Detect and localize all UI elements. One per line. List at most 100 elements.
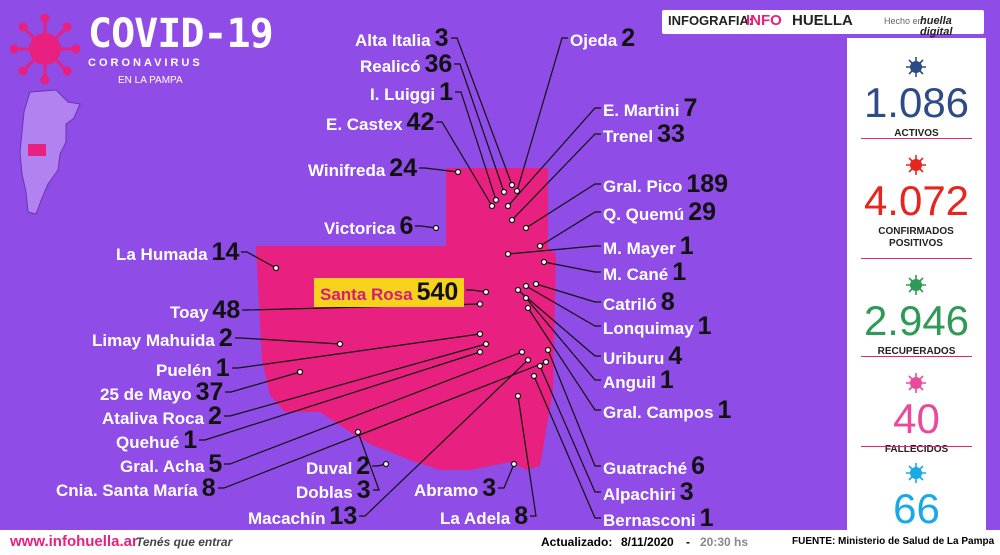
source-label: FUENTE: [792, 536, 836, 547]
locality-dot [522, 282, 530, 290]
stat-value: 40 [893, 395, 940, 442]
virus-icon [906, 373, 926, 393]
leader-line [419, 167, 459, 173]
locality-dot [336, 340, 344, 348]
leader-line [507, 245, 601, 255]
leader-line [543, 261, 601, 273]
leader-line [517, 289, 601, 357]
locality-dot [536, 242, 544, 250]
stat-label: ACTIVOS [894, 128, 939, 139]
locality-count: 1 [699, 504, 714, 532]
leader-line [241, 251, 277, 269]
leader-line [235, 337, 341, 345]
leader-line [359, 359, 529, 517]
locality-dot [513, 187, 521, 195]
locality-name: La Humada [116, 245, 208, 264]
locality-dot [536, 362, 544, 370]
locality-name: Abramo [414, 481, 479, 500]
locality-count: 6 [691, 452, 705, 480]
slogan: Tenés que entrar [136, 535, 233, 549]
locality-dot [530, 372, 538, 380]
leader-line [507, 107, 601, 207]
stat-label: FALLECIDOS [884, 444, 949, 455]
locality-name: Trenel [603, 127, 654, 146]
locality-dot [476, 300, 484, 308]
locality-count: 189 [686, 170, 729, 198]
updated-label: Actualizado: [541, 535, 613, 549]
locality-dot [504, 202, 512, 210]
made-in-label: Hecho en: [884, 16, 926, 26]
page-title: COVID-19 [88, 11, 274, 57]
la-pampa-province [256, 168, 556, 470]
leader-line [517, 395, 537, 517]
leader-line [511, 133, 601, 221]
locality-name: E. Martini [603, 101, 680, 120]
leader-line [466, 289, 487, 293]
leader-line [224, 343, 487, 417]
leader-line [539, 211, 601, 247]
locality-name: Winifreda [308, 161, 386, 180]
locality-dot [508, 181, 516, 189]
locality-name: Macachín [248, 509, 326, 528]
locality-count: 1 [672, 258, 687, 286]
locality-count: 1 [439, 78, 454, 106]
locality-count: 2 [218, 324, 233, 352]
leader-line [436, 121, 493, 207]
locality-count: 7 [683, 94, 698, 122]
leader-line [224, 351, 523, 465]
locality-count: 37 [195, 378, 224, 406]
locality-count: 24 [389, 154, 418, 182]
leader-line [547, 349, 601, 467]
stat-value: 2.946 [863, 297, 970, 344]
locality-name: Ataliva Roca [102, 409, 205, 428]
stat-label: RECUPERADOS [877, 346, 956, 357]
locality-count: 8 [514, 502, 529, 530]
made-in-value: huella digital [920, 15, 953, 38]
locality-dot [482, 340, 490, 348]
locality-count: 14 [211, 238, 240, 266]
locality-dot [542, 358, 550, 366]
locality-name: Alpachiri [603, 485, 676, 504]
locality-name: Realicó [360, 57, 421, 76]
locality-dot [272, 264, 280, 272]
leader-line [357, 431, 380, 491]
locality-dot [354, 428, 362, 436]
brand-bar: INFOGRAFIA: INFO HUELLA Hecho en: huella… [662, 10, 984, 38]
locality-dot [514, 286, 522, 294]
page-subtitle: CORONAVIRUS [88, 57, 203, 69]
website-link[interactable]: www.infohuella.ar [10, 533, 138, 550]
updated-date: 8/11/2020 [621, 535, 674, 549]
stat-label: CONFIRMADOS POSITIVOS [878, 226, 954, 249]
locality-name: Duval [306, 459, 353, 478]
locality-name: Victorica [324, 219, 396, 238]
virus-icon [906, 463, 926, 483]
virus-icon [906, 57, 926, 77]
footer: www.infohuella.ar Tenés que entrar Actua… [0, 530, 1000, 555]
locality-name: Ojeda [570, 31, 618, 50]
locality-name: Gral. Acha [120, 457, 205, 476]
locality-name: M. Mayer [603, 239, 676, 258]
locality-dot [524, 356, 532, 364]
virus-icon [10, 14, 80, 84]
locality-dot [476, 348, 484, 356]
locality-name: Alta Italia [355, 31, 431, 50]
locality-count: 42 [406, 108, 435, 136]
